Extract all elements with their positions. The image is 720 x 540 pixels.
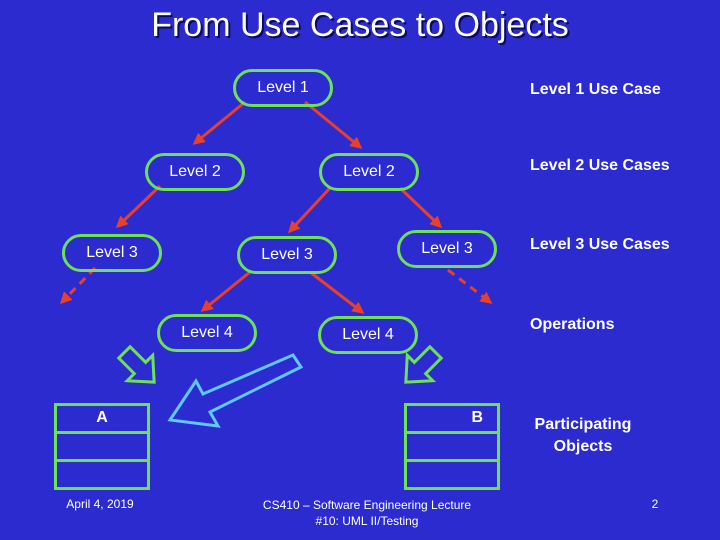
edge-l3mid-l4right (309, 270, 365, 314)
object-a-name: A (57, 406, 147, 434)
label-participating-objects: Participating Objects (534, 416, 632, 455)
node-level3-right: Level 3 (397, 230, 497, 268)
object-b-name: B (407, 406, 497, 434)
page-title: From Use Cases to Objects (151, 6, 569, 44)
node-level2-left: Level 2 (145, 153, 245, 191)
node-level2-right: Level 2 (319, 153, 419, 191)
footer-course: CS410 – Software Engineering Lecture #10… (262, 498, 472, 528)
footer-page-number: 2 (651, 497, 659, 511)
label-level1-use-case: Level 1 Use Case (530, 81, 661, 98)
node-level4-left: Level 4 (157, 314, 257, 352)
object-b-operations (407, 462, 497, 487)
edge-l1-l2-left (192, 100, 246, 145)
node-level3-mid: Level 3 (237, 236, 337, 274)
edge-l1-l2-right (304, 100, 363, 149)
label-operations: Operations (530, 316, 615, 333)
edge-l2right-l3mid (287, 186, 332, 234)
label-level2-use-cases: Level 2 Use Cases (530, 157, 670, 174)
footer-date: April 4, 2019 (66, 497, 134, 511)
node-level3-left: Level 3 (62, 234, 162, 272)
object-a-attributes (57, 434, 147, 462)
object-b-attributes (407, 434, 497, 462)
edge-l2left-l3left (115, 184, 162, 229)
object-a-operations (57, 462, 147, 487)
hollow-arrow-to-a-icon (116, 344, 156, 384)
edge-l2right-l3right (398, 186, 443, 229)
object-a: A (54, 403, 150, 490)
edge-l3right-dashed (447, 268, 493, 304)
node-level4-right: Level 4 (318, 316, 418, 354)
edge-l3mid-l4left (200, 270, 251, 312)
object-b: B (404, 403, 500, 490)
node-level1: Level 1 (233, 69, 333, 107)
hollow-arrow-to-b-icon (404, 344, 444, 384)
edge-l3left-dashed (59, 266, 97, 305)
block-arrow-to-objects-icon (167, 353, 304, 428)
label-level3-use-cases: Level 3 Use Cases (530, 236, 670, 253)
